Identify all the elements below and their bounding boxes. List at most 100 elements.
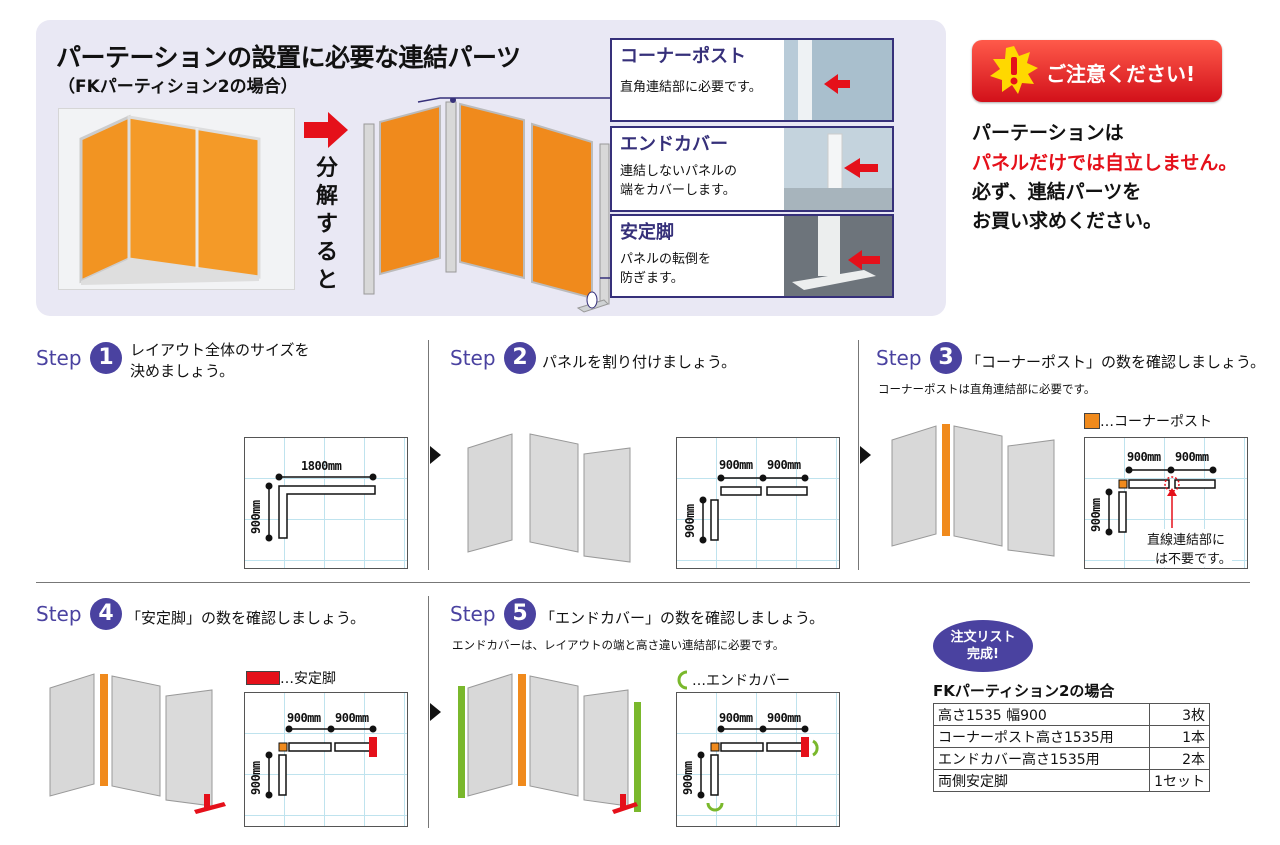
order-badge-line-1: 注文リスト xyxy=(950,630,1016,645)
table-row: エンドカバー高さ1535用 2本 xyxy=(932,747,1210,770)
dim-width-900-b: 900mm xyxy=(767,458,801,472)
next-step-arrow-icon xyxy=(860,446,871,464)
panels-illustration-step-5 xyxy=(458,673,641,814)
step-1-number: 1 xyxy=(90,342,122,374)
part-desc-end-cover-2: 端をカバーします。 xyxy=(620,183,736,198)
order-item: コーナーポスト高さ1535用 xyxy=(932,725,1151,748)
panels-illustration-step-2 xyxy=(467,433,631,563)
step-3-number: 3 xyxy=(930,342,962,374)
next-step-arrow-icon xyxy=(430,703,441,721)
part-desc-stabilizer-foot-1: パネルの転倒を xyxy=(620,252,712,267)
step-2-word: Step xyxy=(450,346,496,370)
step-3-note: コーナーポストは直角連結部に必要です。 xyxy=(878,382,1096,396)
order-qty: 1セット xyxy=(1149,769,1210,792)
order-qty: 2本 xyxy=(1149,747,1210,770)
panels-illustration-step-3 xyxy=(891,424,1055,557)
order-qty: 3枚 xyxy=(1149,703,1210,726)
layout-grid-step-3: 900mm 900mm 900mm 直線連結部に は不要です。 xyxy=(1084,437,1248,569)
layout-diagram-step-4 xyxy=(265,725,377,799)
assembled-partition-image xyxy=(58,108,295,290)
dim-width-1800: 1800mm xyxy=(301,459,342,473)
part-desc-end-cover-1: 連結しないパネルの xyxy=(620,164,738,179)
step-2-number: 2 xyxy=(504,342,536,374)
end-cover-legend-icon xyxy=(677,670,688,690)
part-name-end-cover: エンドカバー xyxy=(618,130,730,156)
dim-height-900: 900mm xyxy=(1089,498,1103,532)
dim-width-900-b: 900mm xyxy=(335,711,369,725)
next-step-arrow-icon xyxy=(430,446,441,464)
layout-diagram-step-1 xyxy=(265,473,377,542)
warning-badge-text: ご注意ください! xyxy=(1046,62,1196,86)
layout-grid-step-1: 1800mm 900mm xyxy=(244,437,408,569)
layout-diagram-step-5 xyxy=(697,725,819,812)
part-box-corner-post: コーナーポスト 直角連結部に必要です。 xyxy=(610,38,894,122)
dim-width-900-b: 900mm xyxy=(1175,450,1209,464)
layout-grid-step-5: 900mm 900mm 900mm xyxy=(676,692,840,827)
table-row: コーナーポスト高さ1535用 1本 xyxy=(932,725,1210,748)
step-4-text: 「安定脚」の数を確認しましょう。 xyxy=(126,609,366,627)
page-title: パーテーションの設置に必要な連結パーツ xyxy=(56,43,521,72)
order-item: エンドカバー高さ1535用 xyxy=(932,747,1151,770)
warning-line-1: パーテーションは xyxy=(972,122,1124,144)
order-badge-line-2: 完成! xyxy=(967,647,999,662)
part-box-end-cover: エンドカバー 連結しないパネルの 端をカバーします。 xyxy=(610,126,894,212)
order-list-title: FKパーティション2の場合 xyxy=(933,682,1115,700)
dim-width-900-a: 900mm xyxy=(287,711,321,725)
table-row: 高さ1535 幅900 3枚 xyxy=(932,703,1210,726)
dim-width-900-a: 900mm xyxy=(719,458,753,472)
divider xyxy=(428,340,429,570)
order-list-table: 高さ1535 幅900 3枚 コーナーポスト高さ1535用 1本 エンドカバー高… xyxy=(932,703,1210,792)
corner-post-photo xyxy=(784,40,892,120)
warning-line-4: お買い求めください。 xyxy=(972,210,1163,232)
dim-width-900-a: 900mm xyxy=(719,711,753,725)
step-3-word: Step xyxy=(876,346,922,370)
step-5-note: エンドカバーは、レイアウトの端と高さ違い連結部に必要です。 xyxy=(452,638,785,652)
step-2-text: パネルを割り付けましょう。 xyxy=(542,353,737,371)
layout-diagram-step-3 xyxy=(1105,466,1217,536)
corner-post-legend-swatch xyxy=(1084,413,1100,429)
part-desc-stabilizer-foot-2: 防ぎます。 xyxy=(620,271,684,286)
dim-height-900: 900mm xyxy=(249,761,263,795)
order-qty: 1本 xyxy=(1149,725,1210,748)
step-3-text: 「コーナーポスト」の数を確認しましょう。 xyxy=(966,353,1266,371)
step-5-text: 「エンドカバー」の数を確認しましょう。 xyxy=(540,609,825,627)
stabilizer-foot-photo xyxy=(784,216,892,296)
step-1-text-1: レイアウト全体のサイズを xyxy=(130,341,310,359)
dim-width-900-b: 900mm xyxy=(767,711,801,725)
divider xyxy=(858,340,859,570)
divider xyxy=(428,596,429,828)
callout-line-1: 直線連結部に xyxy=(1147,529,1226,548)
right-arrow-icon xyxy=(304,112,348,148)
part-desc-corner-post: 直角連結部に必要です。 xyxy=(620,80,762,95)
warning-line-2: パネルだけでは自立しません。 xyxy=(972,152,1238,174)
step-5-word: Step xyxy=(450,602,496,626)
dim-height-900: 900mm xyxy=(249,500,263,534)
order-item: 高さ1535 幅900 xyxy=(932,703,1151,726)
layout-grid-step-2: 900mm 900mm 900mm xyxy=(676,437,840,569)
decompose-label: 分解すると xyxy=(315,156,338,293)
page-subtitle: （FKパーティション2の場合） xyxy=(58,77,298,97)
step-5-number: 5 xyxy=(504,598,536,630)
dim-width-900-a: 900mm xyxy=(1127,450,1161,464)
step-1-text-2: 決めましょう。 xyxy=(130,362,235,380)
part-name-corner-post: コーナーポスト xyxy=(618,42,748,68)
layout-grid-step-4: 900mm 900mm 900mm xyxy=(244,692,408,827)
stabilizer-legend-swatch xyxy=(246,671,280,685)
table-row: 両側安定脚 1セット xyxy=(932,769,1210,792)
warning-line-3: 必ず、連結パーツを xyxy=(972,181,1142,203)
part-box-stabilizer-foot: 安定脚 パネルの転倒を 防ぎます。 xyxy=(610,214,894,298)
warning-burst-icon xyxy=(990,46,1038,94)
step-1-word: Step xyxy=(36,346,82,370)
dim-height-900: 900mm xyxy=(683,504,697,538)
divider xyxy=(36,582,1250,583)
exploded-parts-image xyxy=(363,98,617,313)
order-list-badge: 注文リスト 完成! xyxy=(933,620,1033,672)
step-4-word: Step xyxy=(36,602,82,626)
callout-line-2: は不要です。 xyxy=(1155,548,1232,567)
step-3-legend: …コーナーポスト xyxy=(1100,414,1212,430)
end-cover-photo xyxy=(784,128,892,210)
step-4-legend: …安定脚 xyxy=(280,671,336,687)
step-5-legend: …エンドカバー xyxy=(692,673,790,689)
layout-diagram-step-2 xyxy=(699,474,809,544)
order-item: 両側安定脚 xyxy=(932,769,1151,792)
